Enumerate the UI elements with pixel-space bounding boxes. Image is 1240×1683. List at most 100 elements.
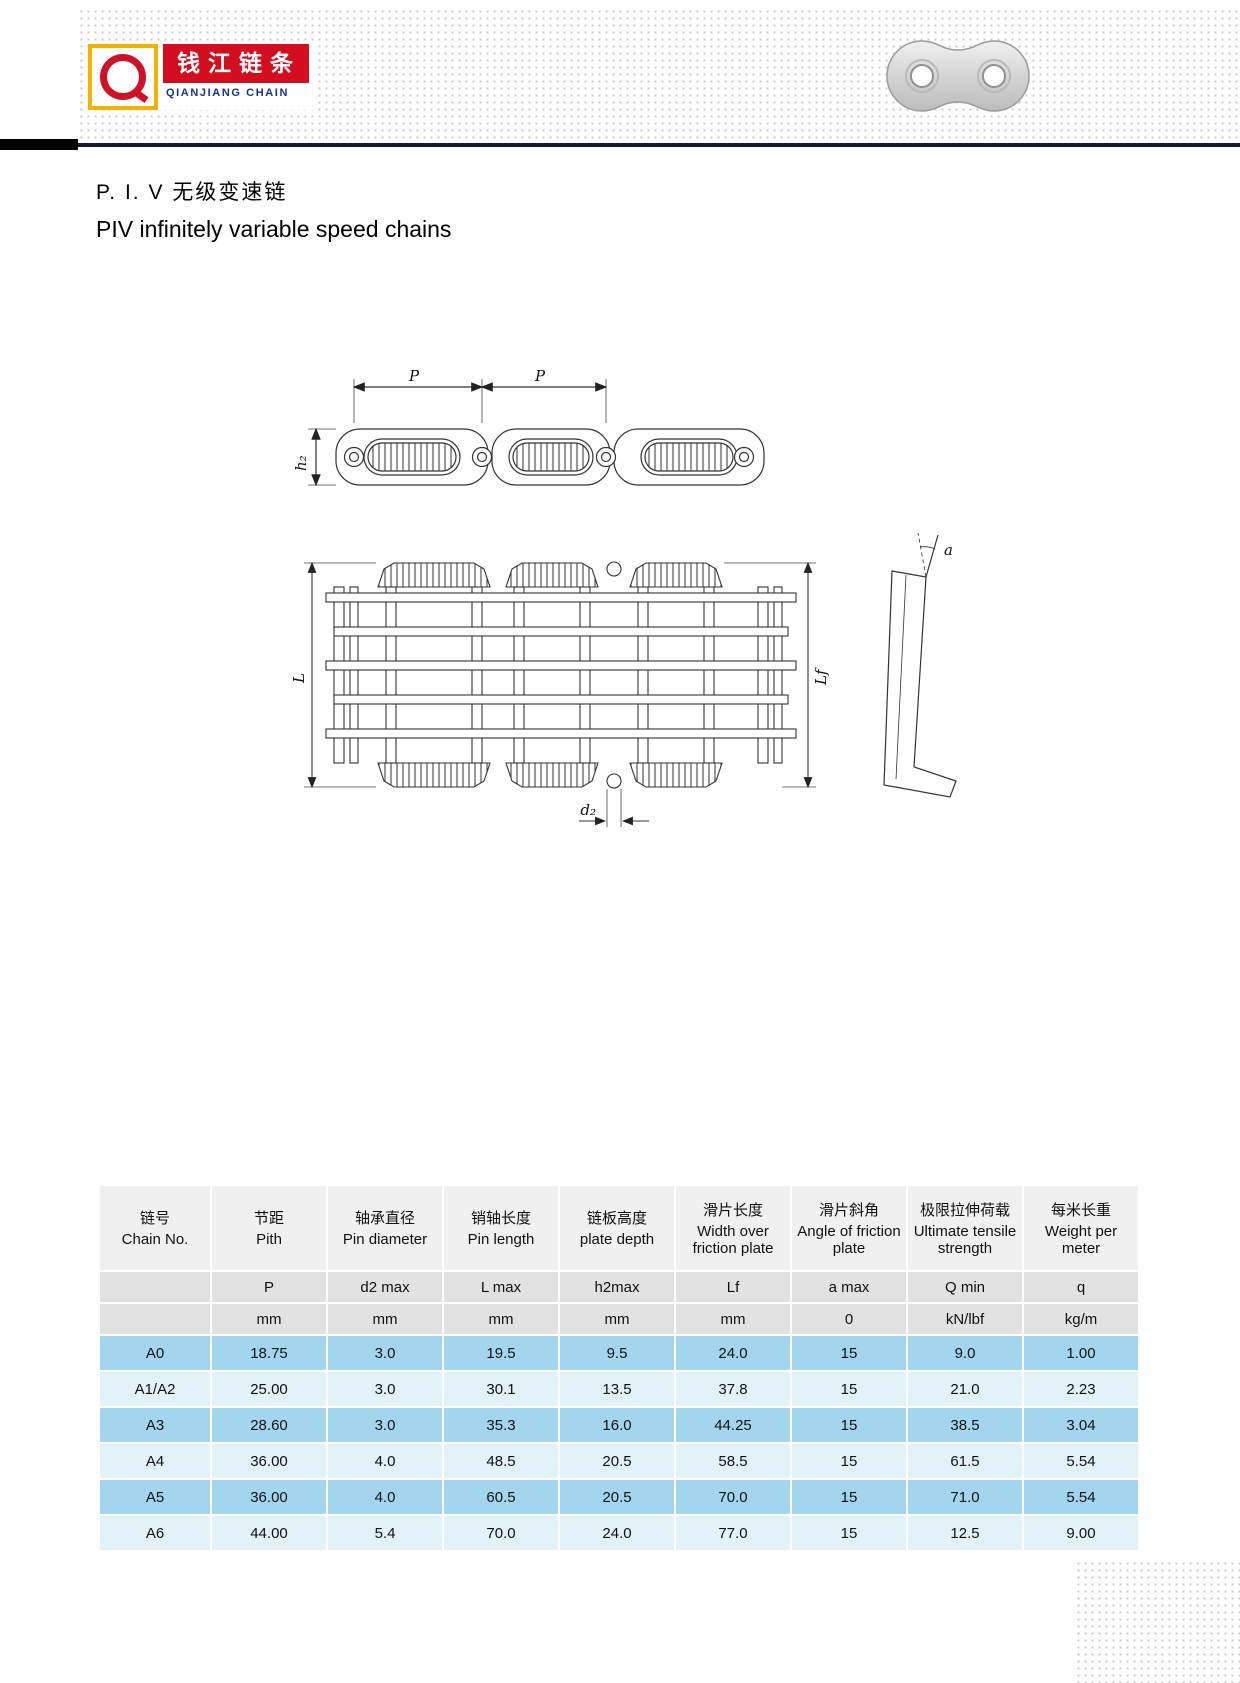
table-cell: 24.0 xyxy=(676,1336,792,1372)
dim-label-pitch-2: P xyxy=(534,367,546,385)
table-header-symbols: P d2 max L max h2max Lf a max Q min q xyxy=(100,1272,1140,1304)
table-header-units: mm mm mm mm mm 0 kN/lbf kg/m xyxy=(100,1304,1140,1336)
dim-label-pitch-1: P xyxy=(408,367,420,385)
table-cell: 61.5 xyxy=(908,1444,1024,1480)
unit-cell: mm xyxy=(212,1304,328,1336)
table-cell: 15 xyxy=(792,1516,908,1552)
table-cell: 13.5 xyxy=(560,1372,676,1408)
page-title-cn: P. I. V 无级变速链 xyxy=(96,181,288,204)
table-cell: A3 xyxy=(100,1408,212,1444)
spec-table: 链号 Chain No. 节距 Pith 轴承直径 Pin diameter 销… xyxy=(100,1186,1140,1552)
logo-name-en: QIANJIANG CHAIN xyxy=(163,83,309,99)
table-cell: 70.0 xyxy=(676,1480,792,1516)
table-cell: 5.54 xyxy=(1024,1444,1140,1480)
table-cell: 35.3 xyxy=(444,1408,560,1444)
symbol-cell: h2max xyxy=(560,1272,676,1304)
table-cell: A1/A2 xyxy=(100,1372,212,1408)
unit-cell: kg/m xyxy=(1024,1304,1140,1336)
table-cell: 20.5 xyxy=(560,1444,676,1480)
col-header-chain-no: 链号 Chain No. xyxy=(100,1186,212,1272)
table-cell: 36.00 xyxy=(212,1480,328,1516)
table-cell: 36.00 xyxy=(212,1444,328,1480)
table-cell: 70.0 xyxy=(444,1516,560,1552)
table-cell: 19.5 xyxy=(444,1336,560,1372)
table-cell: 58.5 xyxy=(676,1444,792,1480)
diagram-plan-view: L Lf d₂ xyxy=(290,561,830,827)
col-header-pin-diameter: 轴承直径 Pin diameter xyxy=(328,1186,444,1272)
table-cell: 4.0 xyxy=(328,1444,444,1480)
table-cell: 5.4 xyxy=(328,1516,444,1552)
col-header-pin-length: 销轴长度 Pin length xyxy=(444,1186,560,1272)
unit-cell: mm xyxy=(560,1304,676,1336)
table-cell: 28.60 xyxy=(212,1408,328,1444)
table-cell: 77.0 xyxy=(676,1516,792,1552)
footer-dot-pattern xyxy=(1075,1560,1240,1683)
logo-text: 钱江链条 QIANJIANG CHAIN xyxy=(163,44,309,99)
table-cell: 37.8 xyxy=(676,1372,792,1408)
symbol-cell: P xyxy=(212,1272,328,1304)
diagram-side-view: P P h₂ xyxy=(292,367,765,487)
table-cell: 30.1 xyxy=(444,1372,560,1408)
table-cell: 16.0 xyxy=(560,1408,676,1444)
page-title-en: PIV infinitely variable speed chains xyxy=(96,216,452,242)
col-header-tensile-strength: 极限拉伸荷载 Ultimate tensile strength xyxy=(908,1186,1024,1272)
symbol-cell: Lf xyxy=(676,1272,792,1304)
table-cell: 2.23 xyxy=(1024,1372,1140,1408)
unit-cell xyxy=(100,1304,212,1336)
table-cell: A0 xyxy=(100,1336,212,1372)
table-cell: 1.00 xyxy=(1024,1336,1140,1372)
symbol-cell xyxy=(100,1272,212,1304)
table-cell: A4 xyxy=(100,1444,212,1480)
dim-label-pin-length: L xyxy=(290,673,308,684)
table-cell: 9.00 xyxy=(1024,1516,1140,1552)
table-cell: 3.0 xyxy=(328,1336,444,1372)
brand-logo: 钱江链条 QIANJIANG CHAIN xyxy=(88,44,317,110)
logo-q-glyph xyxy=(100,54,146,100)
unit-cell: kN/lbf xyxy=(908,1304,1024,1336)
dim-label-plate-height: h₂ xyxy=(292,455,310,471)
unit-cell: 0 xyxy=(792,1304,908,1336)
title-block: P. I. V 无级变速链 PIV infinitely variable sp… xyxy=(96,176,451,243)
table-cell: 71.0 xyxy=(908,1480,1024,1516)
logo-name-cn: 钱江链条 xyxy=(163,44,309,83)
table-cell: 15 xyxy=(792,1480,908,1516)
symbol-cell: q xyxy=(1024,1272,1140,1304)
diagram-profile-view: a xyxy=(883,532,957,798)
table-cell: A6 xyxy=(100,1516,212,1552)
symbol-cell: a max xyxy=(792,1272,908,1304)
table-cell: 60.5 xyxy=(444,1480,560,1516)
chain-plate-image xyxy=(886,40,1030,112)
col-header-width-over-plate: 滑片长度 Width over friction plate xyxy=(676,1186,792,1272)
table-cell: 5.54 xyxy=(1024,1480,1140,1516)
table-cell: 48.5 xyxy=(444,1444,560,1480)
logo-mark-icon xyxy=(88,44,158,110)
col-header-pitch: 节距 Pith xyxy=(212,1186,328,1272)
unit-cell: mm xyxy=(676,1304,792,1336)
dim-label-width-over-plate: Lf xyxy=(812,667,830,686)
table-cell: 38.5 xyxy=(908,1408,1024,1444)
table-cell: 3.04 xyxy=(1024,1408,1140,1444)
col-header-weight: 每米长重 Weight per meter xyxy=(1024,1186,1140,1272)
table-cell: 15 xyxy=(792,1408,908,1444)
col-header-angle: 滑片斜角 Angle of friction plate xyxy=(792,1186,908,1272)
table-cell: 9.0 xyxy=(908,1336,1024,1372)
table-header-names: 链号 Chain No. 节距 Pith 轴承直径 Pin diameter 销… xyxy=(100,1186,1140,1272)
table-cell: 4.0 xyxy=(328,1480,444,1516)
table-cell: 44.25 xyxy=(676,1408,792,1444)
table-cell: A5 xyxy=(100,1480,212,1516)
table-cell: 3.0 xyxy=(328,1408,444,1444)
table-cell: 25.00 xyxy=(212,1372,328,1408)
col-header-plate-depth: 链板高度 plate depth xyxy=(560,1186,676,1272)
header-rule-accent xyxy=(0,139,78,150)
table-cell: 15 xyxy=(792,1336,908,1372)
unit-cell: mm xyxy=(328,1304,444,1336)
unit-cell: mm xyxy=(444,1304,560,1336)
